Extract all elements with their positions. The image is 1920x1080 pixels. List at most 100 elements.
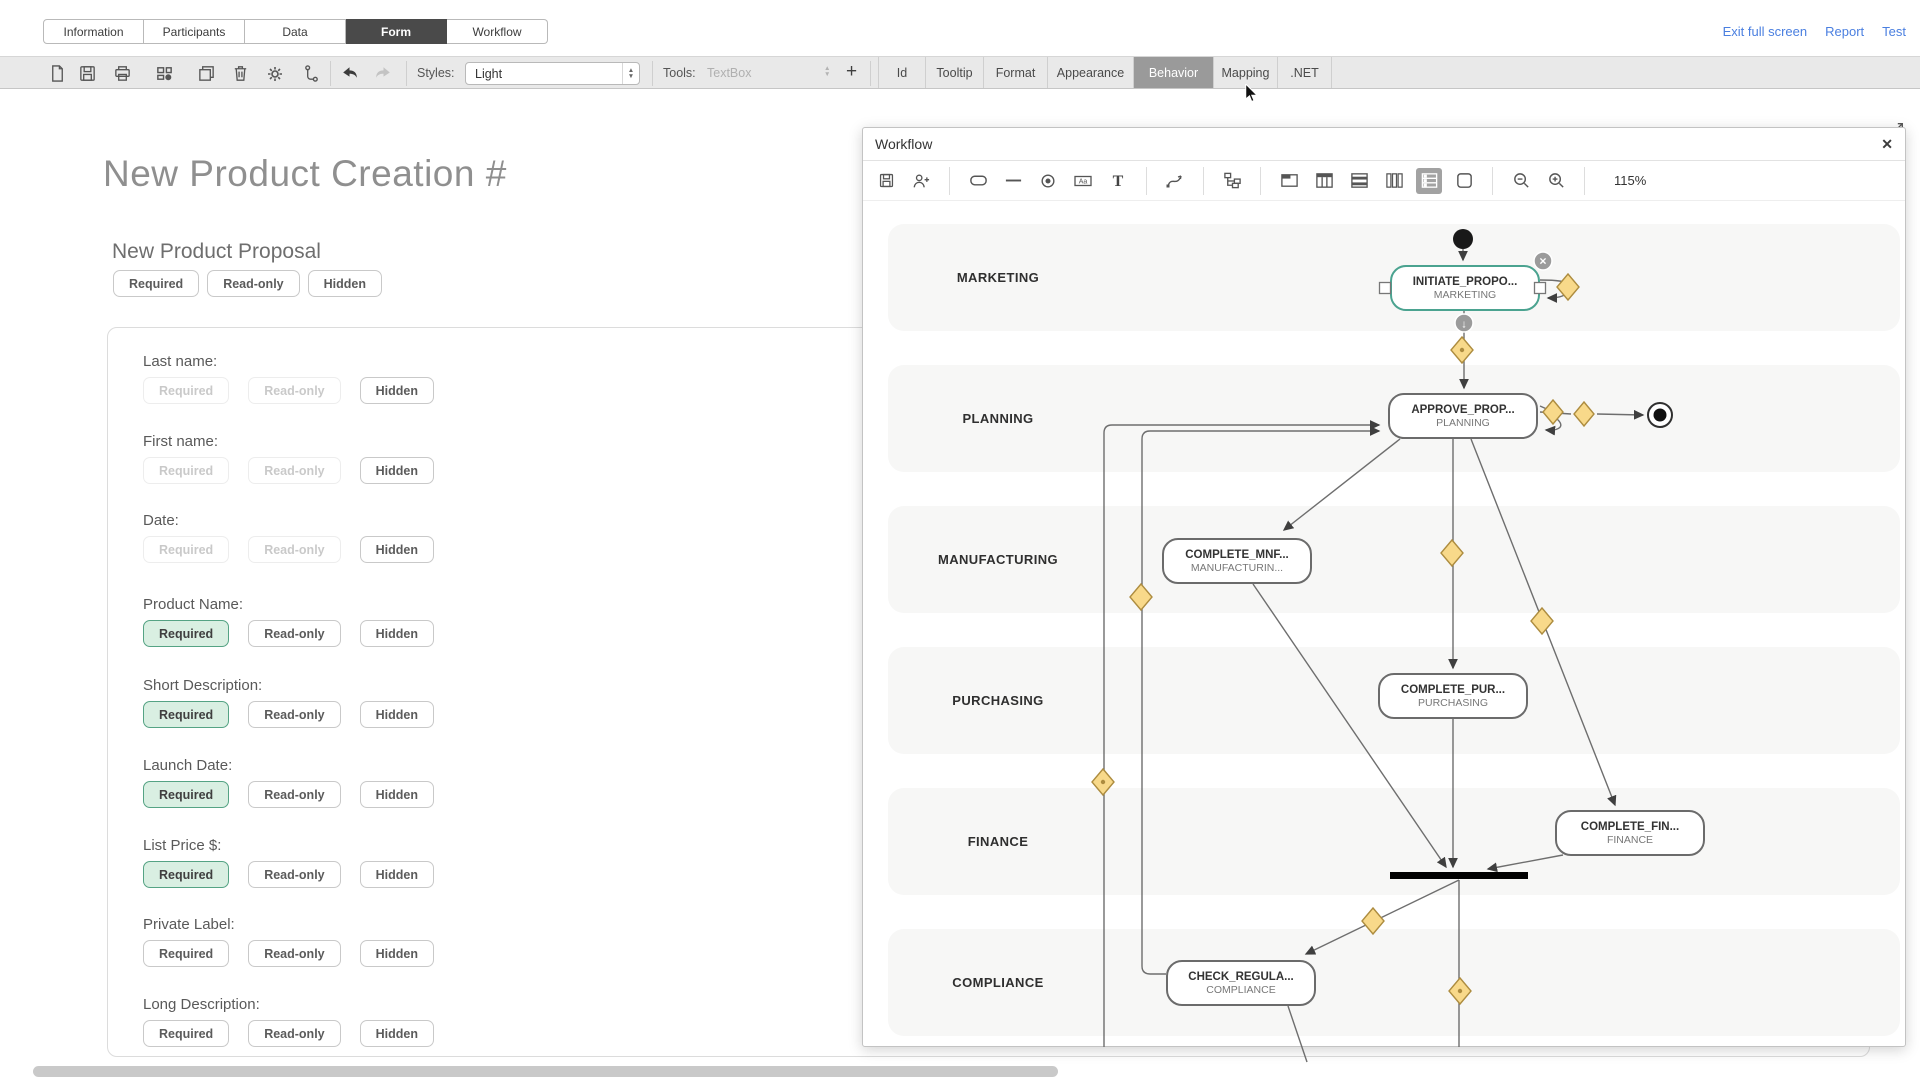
hidden-button[interactable]: Hidden <box>359 377 434 404</box>
layout-grid-icon[interactable] <box>153 62 176 85</box>
edge-loop-a-to-approve[interactable] <box>1103 420 1381 1047</box>
edge-join-to-check[interactable] <box>1304 879 1460 955</box>
id-button[interactable]: Id <box>878 57 926 88</box>
dotnet-button[interactable]: .NET <box>1278 57 1332 88</box>
appearance-button[interactable]: Appearance <box>1048 57 1134 88</box>
required-button[interactable]: Required <box>143 781 230 808</box>
wf-save-icon[interactable] <box>873 168 899 194</box>
required-button[interactable]: Required <box>143 536 230 563</box>
wf-rounded-rectangle-icon[interactable] <box>965 168 991 194</box>
hidden-button[interactable]: Hidden <box>359 620 434 647</box>
diamond-approve-pur[interactable] <box>1440 538 1464 568</box>
diamond-initiate-loop[interactable] <box>1556 272 1580 302</box>
hidden-button[interactable]: Hidden <box>359 940 434 967</box>
required-button[interactable]: Required <box>143 940 230 967</box>
styles-dropdown[interactable]: Light ▲▼ <box>465 62 640 85</box>
node-approve-proposal[interactable]: APPROVE_PROP... PLANNING <box>1388 393 1538 439</box>
hidden-button[interactable]: Hidden <box>307 270 382 297</box>
wf-table-rows-icon[interactable] <box>1346 168 1372 194</box>
readonly-button[interactable]: Read-only <box>248 1020 341 1047</box>
add-tool-button[interactable]: + <box>846 61 858 82</box>
wf-table-columns-icon[interactable] <box>1311 168 1337 194</box>
readonly-button[interactable]: Read-only <box>248 620 341 647</box>
wf-line-icon[interactable] <box>1000 168 1026 194</box>
undo-icon[interactable] <box>338 62 361 85</box>
edge-fin-to-join[interactable] <box>1486 854 1564 873</box>
diamond-approve-a[interactable] <box>1542 398 1564 426</box>
join-bar[interactable] <box>1390 872 1528 879</box>
hierarchy-icon[interactable] <box>300 62 323 85</box>
behavior-button[interactable]: Behavior <box>1134 57 1214 88</box>
lane-manufacturing[interactable] <box>888 506 1900 613</box>
new-document-icon[interactable] <box>46 62 69 85</box>
wf-zoom-in-icon[interactable] <box>1543 168 1569 194</box>
workflow-canvas[interactable]: MARKETING PLANNING MANUFACTURING PURCHAS… <box>863 201 1905 1063</box>
tab-data[interactable]: Data <box>245 19 346 44</box>
readonly-button[interactable]: Read-only <box>248 536 341 563</box>
wf-hierarchy-icon[interactable] <box>1219 168 1245 194</box>
redo-icon[interactable] <box>372 62 395 85</box>
readonly-button[interactable]: Read-only <box>248 377 341 404</box>
edge-approve-to-end[interactable] <box>1596 409 1645 420</box>
tooltip-button[interactable]: Tooltip <box>926 57 984 88</box>
wf-connector-curve-icon[interactable] <box>1162 168 1188 194</box>
horizontal-scrollbar[interactable] <box>33 1066 1058 1077</box>
edge-approve-to-mnf[interactable] <box>1282 438 1401 531</box>
tab-participants[interactable]: Participants <box>144 19 245 44</box>
wf-end-node-icon[interactable] <box>1035 168 1061 194</box>
wf-swimlanes-icon[interactable] <box>1416 167 1442 194</box>
wf-rectangle-icon[interactable] <box>1451 168 1477 194</box>
required-button[interactable]: Required <box>113 270 200 297</box>
workflow-panel-header[interactable]: Workflow ✕ <box>863 128 1905 161</box>
required-button[interactable]: Required <box>143 861 230 888</box>
delete-icon[interactable] <box>229 62 252 85</box>
duplicate-icon[interactable] <box>195 62 218 85</box>
edge-check-down[interactable] <box>1287 1005 1308 1063</box>
tools-value[interactable]: TextBox <box>707 66 752 80</box>
report-link[interactable]: Report <box>1825 24 1865 39</box>
hidden-button[interactable]: Hidden <box>359 457 434 484</box>
expand-icon[interactable] <box>1884 118 1907 141</box>
edge-check-loop-to-approve[interactable] <box>1141 426 1381 975</box>
readonly-button[interactable]: Read-only <box>248 701 341 728</box>
lane-compliance[interactable] <box>888 929 1900 1036</box>
selection-handle-left[interactable] <box>1378 281 1392 295</box>
required-button[interactable]: Required <box>143 701 230 728</box>
readonly-button[interactable]: Read-only <box>248 781 341 808</box>
readonly-button[interactable]: Read-only <box>207 270 300 297</box>
save-icon[interactable] <box>76 62 99 85</box>
wf-panel-icon[interactable] <box>1276 168 1302 194</box>
tab-form[interactable]: Form <box>346 19 447 44</box>
tools-dropdown-arrows-icon[interactable]: ▲▼ <box>824 65 831 78</box>
hidden-button[interactable]: Hidden <box>359 701 434 728</box>
node-complete-fin[interactable]: COMPLETE_FIN... FINANCE <box>1555 810 1705 856</box>
hidden-button[interactable]: Hidden <box>359 781 434 808</box>
close-icon[interactable]: ✕ <box>1881 135 1893 152</box>
wf-zoom-out-icon[interactable] <box>1508 168 1534 194</box>
hidden-button[interactable]: Hidden <box>359 1020 434 1047</box>
edge-mnf-to-join[interactable] <box>1252 583 1447 869</box>
remove-badge-icon[interactable] <box>1533 251 1553 271</box>
wf-columns-icon[interactable] <box>1381 168 1407 194</box>
node-check-regulations[interactable]: CHECK_REGULA... COMPLIANCE <box>1166 960 1316 1006</box>
gateway-diamonds[interactable] <box>1091 272 1595 1006</box>
node-complete-mnf[interactable]: COMPLETE_MNF... MANUFACTURIN... <box>1162 538 1312 584</box>
wf-text-icon[interactable]: T <box>1105 168 1131 194</box>
node-complete-pur[interactable]: COMPLETE_PUR... PURCHASING <box>1378 673 1528 719</box>
format-button[interactable]: Format <box>984 57 1048 88</box>
required-button[interactable]: Required <box>143 377 230 404</box>
diamond-approve-fin[interactable] <box>1530 606 1554 636</box>
edge-approve-return[interactable] <box>1544 418 1562 436</box>
diamond-approve-b[interactable] <box>1573 400 1595 428</box>
diamond-loop-b[interactable] <box>1129 582 1153 612</box>
diamond-join-check[interactable] <box>1361 906 1385 936</box>
settings-gear-icon[interactable] <box>263 62 286 85</box>
hidden-button[interactable]: Hidden <box>359 861 434 888</box>
readonly-button[interactable]: Read-only <box>248 861 341 888</box>
exit-full-screen-link[interactable]: Exit full screen <box>1722 24 1808 39</box>
required-button[interactable]: Required <box>143 457 230 484</box>
required-button[interactable]: Required <box>143 620 230 647</box>
hidden-button[interactable]: Hidden <box>359 536 434 563</box>
tab-information[interactable]: Information <box>43 19 144 44</box>
wf-add-participant-icon[interactable] <box>908 168 934 194</box>
